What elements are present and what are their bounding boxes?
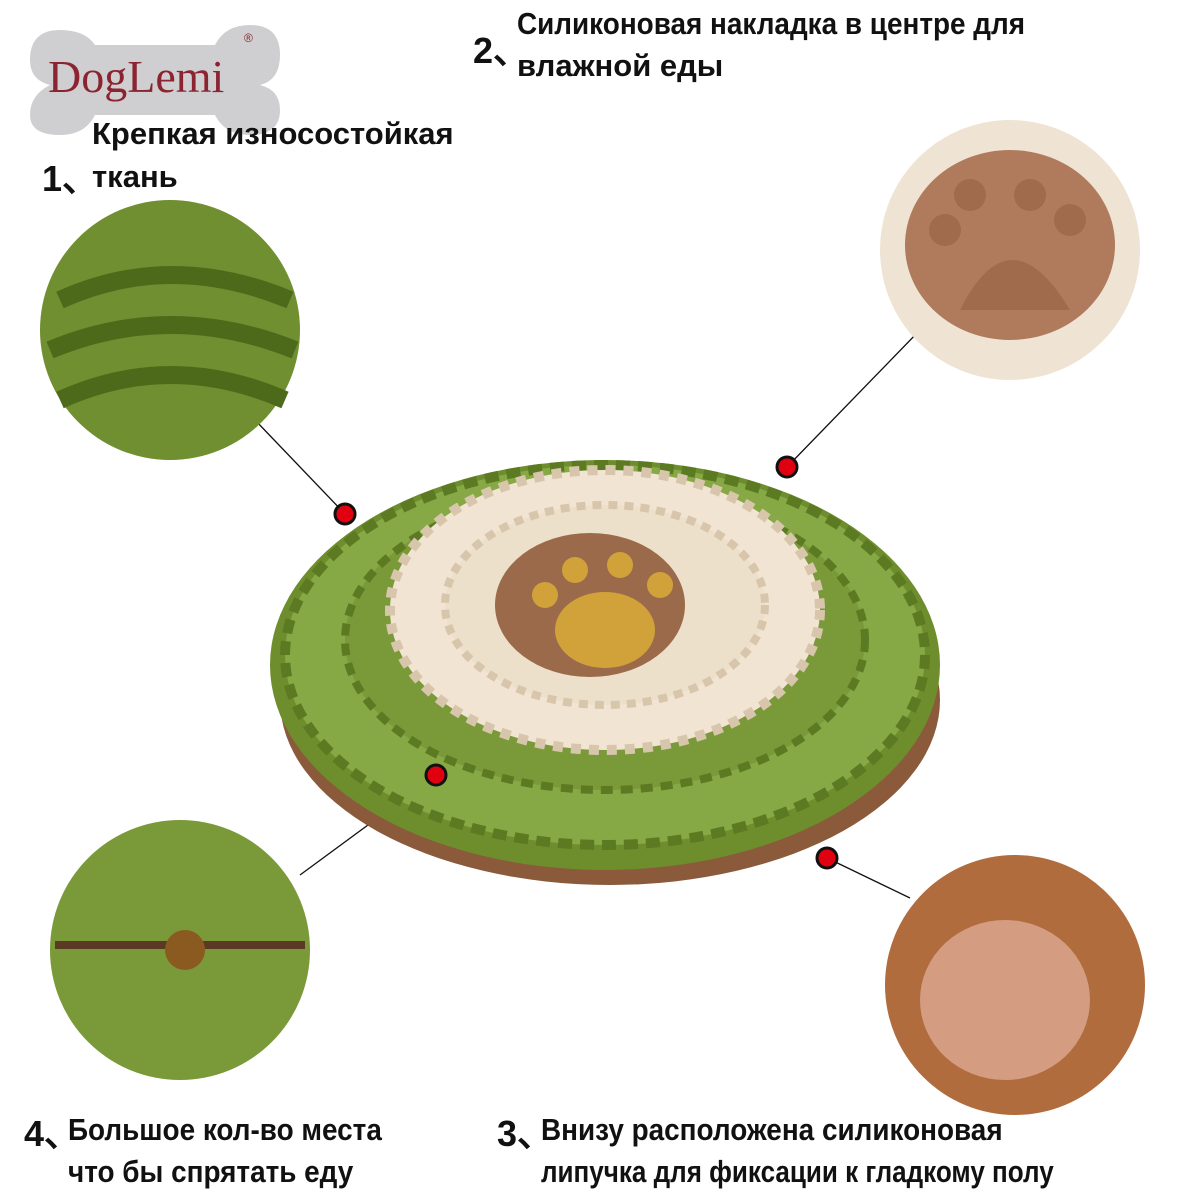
feature-4-number: 4、	[24, 1113, 81, 1154]
feature-3-line-1: Внизу расположена силиконовая	[541, 1112, 1003, 1147]
silicone-pad-closeup	[880, 120, 1140, 380]
snuffle-mat	[270, 460, 940, 885]
fabric-closeup	[40, 200, 300, 460]
feature-1-line-1: Крепкая износостойкая	[92, 116, 454, 151]
feature-1-line-2: ткань	[92, 159, 178, 194]
feature-2-line-2: влажной еды	[517, 48, 724, 83]
marker-dots	[333, 455, 839, 870]
feature-4-line-2: что бы спрятать еду	[68, 1154, 354, 1189]
suction-cup-closeup	[885, 855, 1145, 1115]
svg-text:®: ®	[244, 31, 253, 45]
feature-2-line-1: Силиконовая накладка в центре для	[517, 6, 1026, 41]
feature-4-line-1: Большое кол-во места	[68, 1112, 382, 1147]
hiding-space-closeup	[50, 820, 310, 1080]
feature-3-line-2: липучка для фиксации к гладкому полу	[541, 1154, 1054, 1189]
doglemi-logo: DogLemi ®	[30, 25, 280, 135]
feature-3-number: 3、	[497, 1113, 554, 1154]
connector-lines	[254, 329, 921, 899]
feature-2-number: 2、	[473, 30, 530, 71]
feature-1-number: 1、	[42, 158, 99, 199]
svg-text:DogLemi: DogLemi	[48, 51, 224, 102]
